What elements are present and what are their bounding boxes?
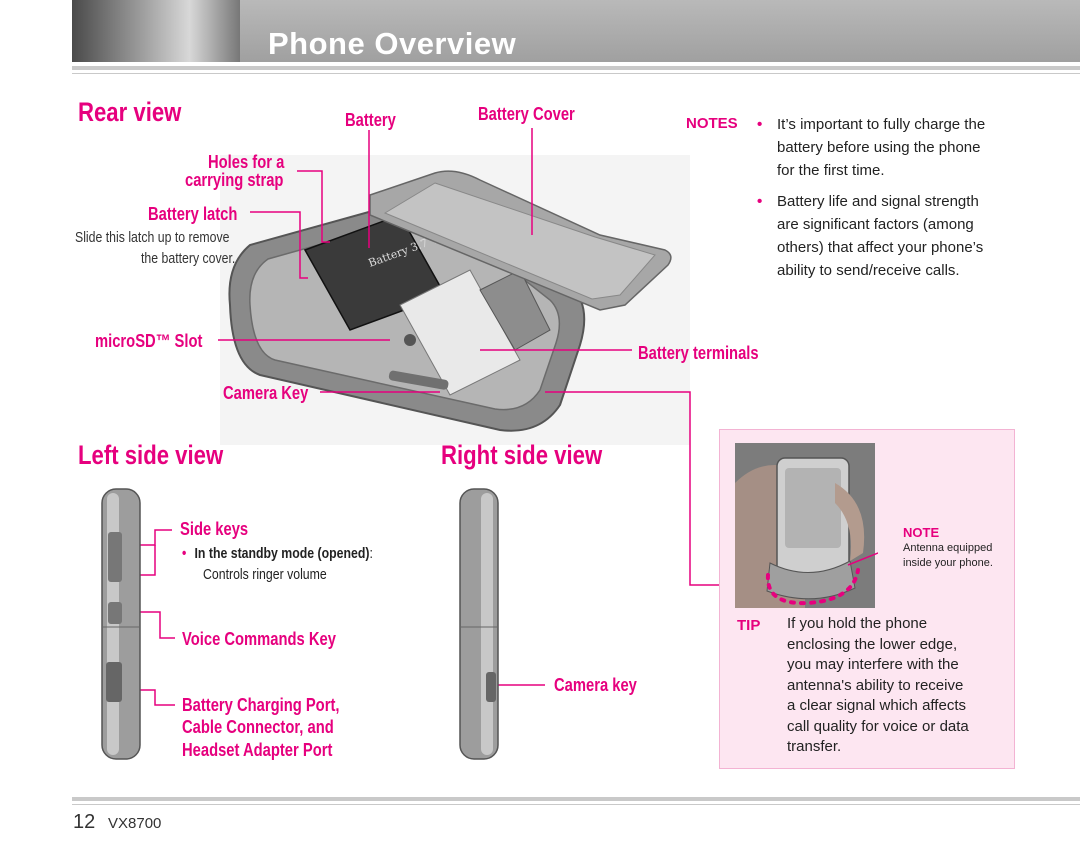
note-2-line-4: ability to send/receive calls. bbox=[777, 262, 960, 279]
standby-mode-line: •In the standby mode (opened): bbox=[182, 545, 373, 562]
right-side-view-heading: Right side view bbox=[441, 440, 603, 470]
note-2-line-1: Battery life and signal strength bbox=[777, 193, 979, 210]
footer-rule bbox=[72, 797, 1080, 801]
charging-port-label-line1: Battery Charging Port, bbox=[182, 695, 340, 715]
tip-line-3: you may interfere with the bbox=[787, 656, 959, 673]
note-1-line-2: battery before using the phone bbox=[777, 139, 981, 156]
note-text-line2: inside your phone. bbox=[903, 557, 993, 569]
note-2-line-3: others) that affect your phone’s bbox=[777, 239, 984, 256]
ringer-volume-text: Controls ringer volume bbox=[203, 566, 327, 583]
tip-line-7: transfer. bbox=[787, 738, 842, 755]
model-name: VX8700 bbox=[108, 815, 162, 832]
microsd-slot-label: microSD™ Slot bbox=[95, 331, 203, 351]
header-rule-thin bbox=[72, 73, 1080, 74]
standby-mode-colon: : bbox=[369, 545, 373, 562]
tip-line-6: call quality for voice or data bbox=[787, 717, 969, 735]
charging-port-label-line3: Headset Adapter Port bbox=[182, 740, 333, 760]
page-title: Phone Overview bbox=[268, 26, 517, 61]
rear-view-phone-image: Battery 3.7 V bbox=[220, 155, 690, 445]
page-number: 12 bbox=[73, 811, 96, 833]
notes-label: NOTES bbox=[686, 115, 738, 132]
tip-line-4: antenna's ability to receive bbox=[787, 676, 964, 694]
note-1-line-1: It’s important to fully charge the bbox=[777, 116, 986, 133]
note-1-line-3: for the first time. bbox=[777, 162, 885, 179]
tip-line-2: enclosing the lower edge, bbox=[787, 635, 958, 653]
holes-label-line1: Holes for a bbox=[208, 152, 285, 172]
antenna-dotted-highlight bbox=[765, 552, 878, 606]
right-camera-key-label: Camera key bbox=[554, 675, 637, 695]
latch-description-line1: Slide this latch up to remove bbox=[75, 229, 230, 246]
note-text-line1: Antenna equipped bbox=[903, 542, 993, 554]
left-side-phone-image bbox=[101, 488, 141, 760]
header-band bbox=[240, 0, 1080, 62]
note-2-line-2: are significant factors (among bbox=[777, 216, 974, 233]
holes-label-line2: carrying strap bbox=[185, 170, 284, 190]
battery-terminals-label: Battery terminals bbox=[638, 343, 759, 363]
side-keys-label: Side keys bbox=[180, 519, 249, 539]
battery-cover-label: Battery Cover bbox=[478, 104, 575, 124]
header-rule bbox=[72, 66, 1080, 70]
antenna-hand-photo bbox=[735, 443, 875, 608]
charging-port-label-line2: Cable Connector, and bbox=[182, 717, 334, 737]
tip-text: If you hold the phone enclosing the lowe… bbox=[787, 614, 969, 758]
latch-description-line2: the battery cover. bbox=[141, 250, 236, 267]
footer-rule-thin bbox=[72, 804, 1080, 805]
rear-view-heading: Rear view bbox=[78, 97, 182, 127]
battery-latch-label: Battery latch bbox=[148, 204, 238, 224]
note-label: NOTE bbox=[903, 525, 940, 540]
battery-label: Battery bbox=[345, 110, 396, 130]
voice-commands-key-label: Voice Commands Key bbox=[182, 629, 336, 649]
right-side-phone-image bbox=[459, 488, 499, 760]
tip-line-1: If you hold the phone bbox=[787, 615, 928, 632]
standby-mode-text: In the standby mode (opened) bbox=[194, 545, 370, 562]
left-side-view-heading: Left side view bbox=[78, 440, 224, 470]
tip-line-5: a clear signal which affects bbox=[787, 697, 966, 714]
tip-label: TIP bbox=[737, 617, 761, 634]
camera-key-label: Camera Key bbox=[223, 383, 309, 403]
header-photo bbox=[72, 0, 240, 62]
